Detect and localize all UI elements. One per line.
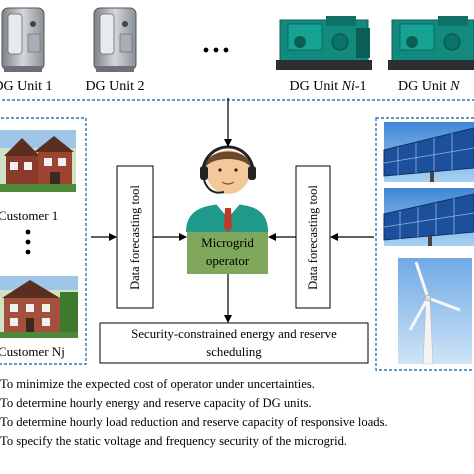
customer-label: Customer 1 xyxy=(0,208,59,223)
house-photo xyxy=(0,130,76,192)
renewable-group-frame xyxy=(375,117,474,371)
solar-panel-photo xyxy=(383,122,474,182)
dg-unit-label: DG Unit 2 xyxy=(85,79,145,94)
dg-genset-icon xyxy=(388,16,474,70)
operator-label-line2: operator xyxy=(205,253,250,268)
scheduling-box xyxy=(99,322,369,364)
connector-arrows xyxy=(91,98,374,323)
dg-cabinet-icon xyxy=(93,7,137,72)
left-forecast-tool-label: Data forecasting tool xyxy=(127,184,142,290)
scheduling-label-line1: Security-constrained energy and reserve xyxy=(131,327,337,341)
dg-genset-icon xyxy=(276,16,372,70)
objective-item: To determine hourly energy and reserve c… xyxy=(0,396,312,410)
scheduling-label-line2: scheduling xyxy=(206,345,262,359)
ellipsis-dots xyxy=(203,47,229,53)
dg-unit-label: DG Unit 1 xyxy=(0,79,53,94)
objective-item: To specify the static voltage and freque… xyxy=(0,434,348,448)
objective-item: To determine hourly load reduction and r… xyxy=(0,415,388,429)
customer-group-frame xyxy=(0,117,87,365)
dg-cabinet-icon xyxy=(1,7,45,72)
wind-turbine-photo xyxy=(398,258,472,365)
right-forecast-box xyxy=(295,165,331,309)
dg-unit-label: DG Unit Ni-1 xyxy=(289,79,367,94)
customer-label: Customer Nj xyxy=(0,344,65,359)
operator-box xyxy=(187,228,268,274)
operator-label-line1: Microgrid xyxy=(201,235,254,250)
right-forecast-tool-label: Data forecasting tool xyxy=(305,184,320,290)
solar-panel-photo xyxy=(383,188,474,246)
house-photo xyxy=(0,276,78,338)
left-forecast-box xyxy=(116,165,154,309)
operator-avatar-icon xyxy=(186,145,268,232)
vertical-ellipsis xyxy=(25,229,31,255)
objective-item: To minimize the expected cost of operato… xyxy=(0,377,315,391)
dg-unit-label: DG Unit N xyxy=(398,79,460,94)
